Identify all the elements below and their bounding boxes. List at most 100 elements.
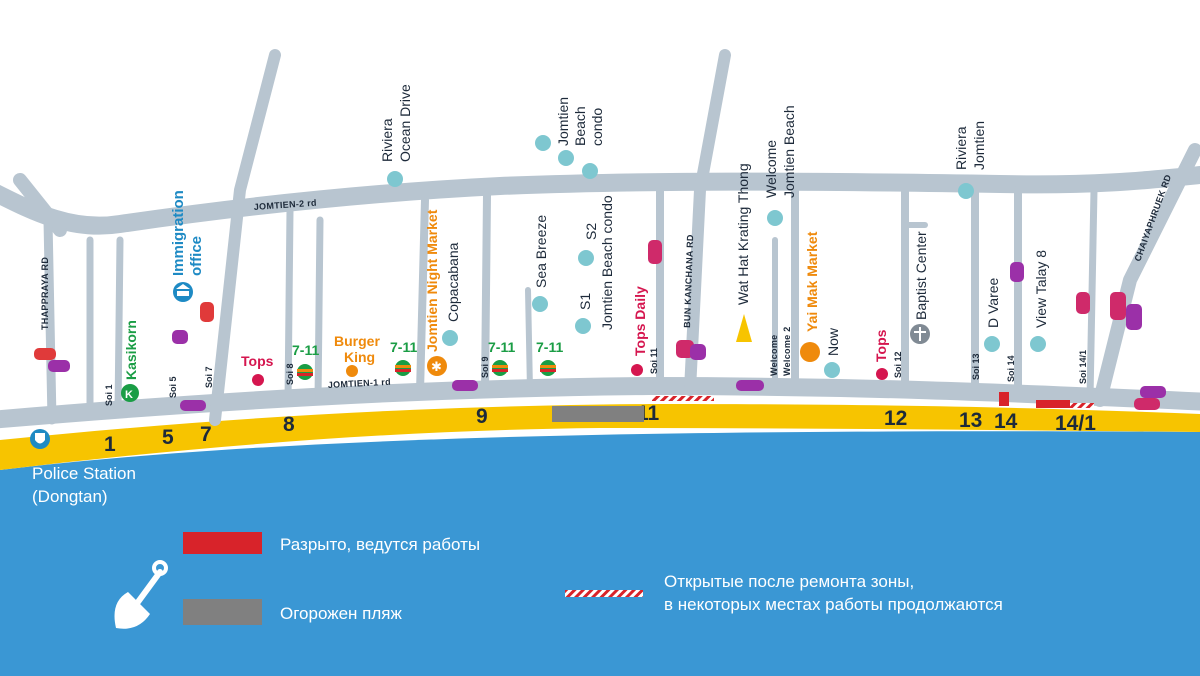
sea-breeze-hotel-icon: [532, 296, 548, 312]
seven-eleven-2-label: 7-11: [390, 339, 417, 355]
jbc-hotel-icon-1: [535, 135, 551, 151]
seven-eleven-3-icon: [492, 360, 508, 376]
now-hotel-icon: [824, 362, 840, 378]
d-varee-hotel-icon: [984, 336, 1000, 352]
legend-fenced-label: Огорожен пляж: [280, 604, 402, 623]
road-label-thappraya: THAPPRAYA RD: [40, 257, 50, 330]
s1-hotel-icon: [575, 318, 591, 334]
d-varee-label: D Varee: [985, 277, 1001, 328]
yai-mak-icon: [800, 342, 820, 362]
cross-glyph: [914, 327, 926, 341]
tops-1-marker: [252, 374, 264, 386]
riviera-ocean-sublabel: Ocean Drive: [397, 84, 413, 162]
seven-eleven-1-label: 7-11: [292, 342, 319, 358]
road-label-welcome-2: Welcome 2: [782, 326, 792, 376]
road-label-jomtien-2: JOMTIEN-2 rd: [253, 198, 317, 212]
beach-number-14: 14: [994, 410, 1018, 433]
digging-zone-14-1: [1036, 400, 1070, 408]
jomtien-beach-condo-label: Jomtien Beach condo: [599, 195, 615, 330]
riviera-jomtien-sublabel: Jomtien: [971, 121, 987, 170]
kasikorn-icon: [121, 384, 139, 402]
view-talay-hotel-icon: [1030, 336, 1046, 352]
soi-label-14: Soi 14: [1006, 355, 1016, 382]
wat-hat-label: Wat Hat Krating Thong: [735, 163, 751, 305]
jbc-label-1: Jomtien: [555, 97, 571, 146]
seven-eleven-1-icon: [297, 364, 313, 380]
jbc-hotel-icon-3: [582, 163, 598, 179]
reopened-zone-11: [652, 396, 714, 401]
sea-breeze-label: Sea Breeze: [533, 215, 549, 288]
digging-zone-14: [999, 392, 1009, 406]
tops-1-label: Tops: [241, 353, 274, 369]
immigration-label: Immigration: [170, 190, 187, 276]
s2-label: S2: [583, 223, 599, 240]
jbc-label-2: Beach: [572, 106, 588, 146]
baptist-center-label: Baptist Center: [913, 231, 929, 320]
legend-fenced-swatch: [183, 599, 262, 625]
sea: [0, 431, 1200, 676]
police-station-sublabel: (Dongtan): [32, 487, 108, 506]
beach-number-14-1: 14/1: [1055, 412, 1096, 435]
beach-number-7: 7: [200, 423, 212, 446]
night-market-icon: [427, 356, 447, 376]
jomtien-night-market-label: Jomtien Night Market: [424, 209, 440, 352]
legend-digging-label: Разрыто, ведутся работы: [280, 535, 480, 554]
riviera-jomtien-hotel-icon: [958, 183, 974, 199]
s2-hotel-icon: [578, 250, 594, 266]
soi-label-12: Soi 12: [893, 351, 903, 378]
soi-label-1: Soi 1: [104, 384, 114, 406]
burger-king-sublabel: King: [344, 349, 375, 365]
tops-daily-marker: [631, 364, 643, 376]
view-talay-label: View Talay 8: [1033, 250, 1049, 328]
police-shield-icon: [35, 433, 45, 444]
beach-strip: [0, 404, 1200, 470]
welcome-hotel-icon: [767, 210, 783, 226]
temple-icon: [736, 314, 752, 342]
road-label-welcome: Welcome: [769, 335, 779, 376]
car-icons: [34, 240, 1166, 411]
legend: Разрыто, ведутся работы Огорожен пляж От…: [114, 532, 1003, 629]
shovel-icon: [114, 560, 168, 629]
welcome-jb-sublabel: Jomtien Beach: [781, 105, 797, 198]
seven-eleven-3-label: 7-11: [488, 339, 515, 355]
riviera-ocean-label: Riviera: [379, 118, 395, 162]
legend-reopened-label: Открытые после ремонта зоны,: [664, 572, 914, 591]
beach-number-8: 8: [283, 413, 295, 436]
copacabana-label: Copacabana: [445, 242, 461, 322]
s1-label: S1: [577, 293, 593, 310]
tops-daily-label: Tops Daily: [632, 286, 648, 356]
riviera-jomtien-label: Riviera: [953, 126, 969, 170]
soi-label-8: Soi 8: [285, 363, 295, 385]
reopened-zone-14-1: [1070, 403, 1094, 408]
police-station-label: Police Station: [32, 464, 136, 483]
tops-2-marker: [876, 368, 888, 380]
jbc-hotel-icon-2: [558, 150, 574, 166]
legend-reopened-sublabel: в некоторых местах работы продолжаются: [664, 595, 1003, 614]
immigration-building-glyph: [176, 284, 190, 296]
fenced-beach-zone: [552, 406, 644, 422]
soi-label-9: Soi 9: [480, 356, 490, 378]
seven-eleven-2-icon: [395, 360, 411, 376]
now-label: Now: [825, 327, 841, 356]
beach-number-13: 13: [959, 409, 982, 432]
soi-label-11: Soi 11: [649, 348, 659, 374]
burger-king-marker: [346, 365, 358, 377]
road-label-bun-kanchana: BUN KANCHANA RD: [682, 234, 695, 328]
soi-label-5: Soi 5: [168, 376, 178, 398]
seven-eleven-4-icon: [540, 360, 556, 376]
seven-eleven-4-label: 7-11: [536, 339, 563, 355]
soi-label-13: Soi 13: [971, 353, 981, 380]
kasikorn-k-glyph: K: [125, 389, 133, 401]
jbc-label-3: condo: [589, 108, 605, 146]
immigration-sublabel: office: [188, 236, 205, 276]
yai-mak-label: Yai Mak Market: [804, 231, 820, 332]
legend-digging-swatch: [183, 532, 262, 554]
burger-king-label: Burger: [334, 333, 380, 349]
copacabana-hotel-icon: [442, 330, 458, 346]
road-label-jomtien-1: JOMTIEN-1 rd: [328, 377, 392, 390]
soi-label-7: Soi 7: [204, 366, 214, 388]
kasikorn-label: Kasikorn: [123, 320, 139, 380]
beach-number-5: 5: [162, 426, 174, 449]
riviera-ocean-hotel-icon: [387, 171, 403, 187]
